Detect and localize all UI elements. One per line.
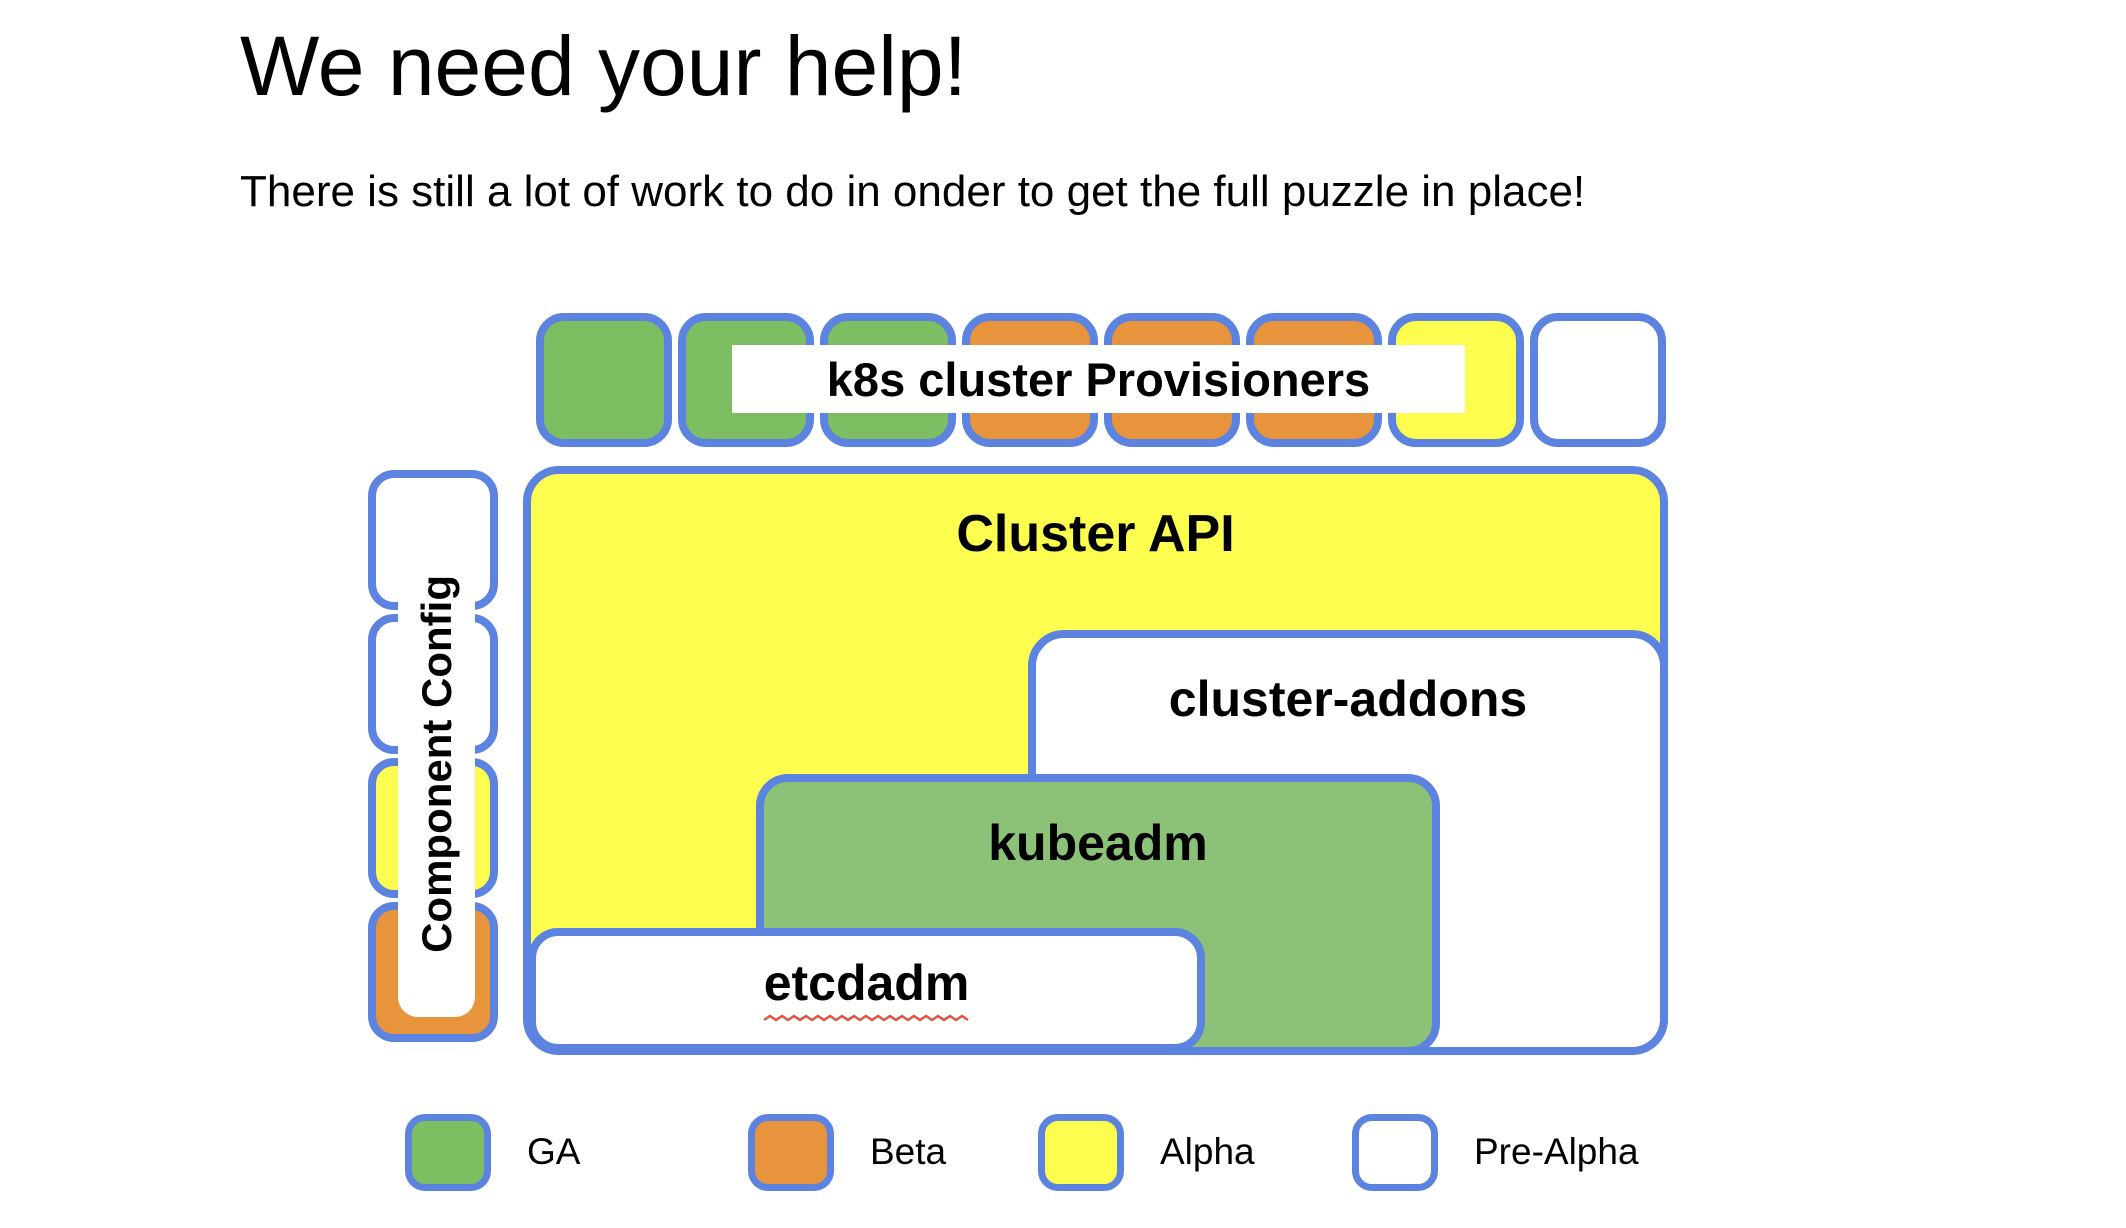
page-subtitle: There is still a lot of work to do in on… bbox=[240, 167, 1586, 216]
component-config-label-box: Component Config bbox=[398, 510, 475, 1017]
legend-label: Alpha bbox=[1160, 1131, 1255, 1172]
etcdadm-box: etcdadm bbox=[528, 928, 1205, 1052]
component-config-label: Component Config bbox=[412, 574, 460, 953]
legend-swatch-ga bbox=[405, 1113, 491, 1191]
legend-item-alpha: Alpha bbox=[1038, 1113, 1255, 1191]
cluster-addons-label: cluster-addons bbox=[1168, 671, 1528, 727]
legend: GA Beta Alpha Pre-Alpha bbox=[0, 1113, 2126, 1203]
kubeadm-label: kubeadm bbox=[988, 815, 1208, 871]
legend-item-pre_alpha: Pre-Alpha bbox=[1352, 1113, 1639, 1191]
legend-item-ga: GA bbox=[405, 1113, 580, 1191]
provisioner-block-pre_alpha bbox=[1530, 313, 1666, 447]
etcdadm-label: etcdadm bbox=[763, 955, 970, 1011]
legend-swatch-pre_alpha bbox=[1352, 1113, 1438, 1191]
provisioners-label: k8s cluster Provisioners bbox=[826, 352, 1371, 406]
legend-swatch-beta bbox=[748, 1113, 834, 1191]
provisioners-label-box: k8s cluster Provisioners bbox=[732, 345, 1465, 413]
legend-label: Beta bbox=[870, 1131, 947, 1172]
legend-label: Pre-Alpha bbox=[1474, 1131, 1639, 1172]
spellcheck-squiggle-icon bbox=[762, 1014, 969, 1022]
legend-label: GA bbox=[527, 1131, 581, 1172]
legend-swatch-alpha bbox=[1038, 1113, 1124, 1191]
legend-item-beta: Beta bbox=[748, 1113, 946, 1191]
provisioner-block-ga bbox=[536, 313, 672, 447]
page-title: We need your help! bbox=[240, 19, 967, 113]
cluster-api-label: Cluster API bbox=[956, 505, 1235, 563]
